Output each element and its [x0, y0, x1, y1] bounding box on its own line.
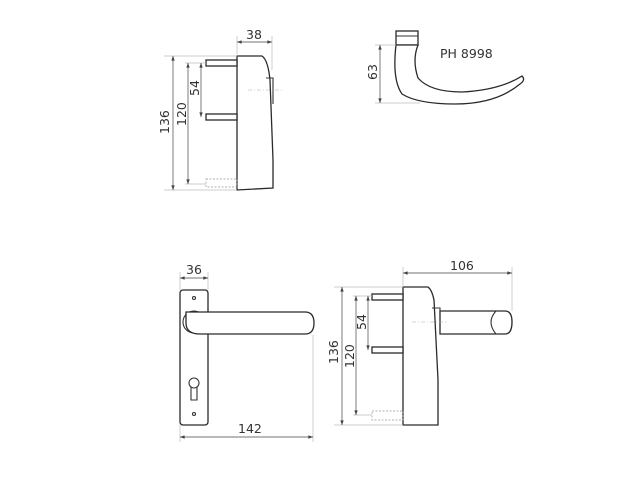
dim-overall-length: 142 — [238, 421, 262, 436]
dim-hole-spacing: 120 — [174, 102, 189, 126]
front-view: 36 142 — [179, 262, 315, 442]
dim-width: 38 — [246, 27, 262, 42]
dim-projection: 106 — [450, 258, 474, 273]
dim-hole-spacing-2: 120 — [342, 344, 357, 368]
dim-pin-spacing-2: 54 — [354, 314, 369, 330]
side-view-bottom: 106 136 120 54 — [326, 258, 513, 426]
side-view-top: 38 136 120 54 — [157, 27, 283, 191]
model-label: PH 8998 — [440, 46, 493, 61]
handle-profile: 63 PH 8998 — [365, 30, 525, 105]
dim-pin-spacing: 54 — [187, 80, 202, 96]
dim-total-height: 136 — [157, 110, 172, 134]
dim-total-height-2: 136 — [326, 340, 341, 364]
dim-plate-width: 36 — [186, 262, 202, 277]
dim-handle-height: 63 — [365, 64, 380, 80]
